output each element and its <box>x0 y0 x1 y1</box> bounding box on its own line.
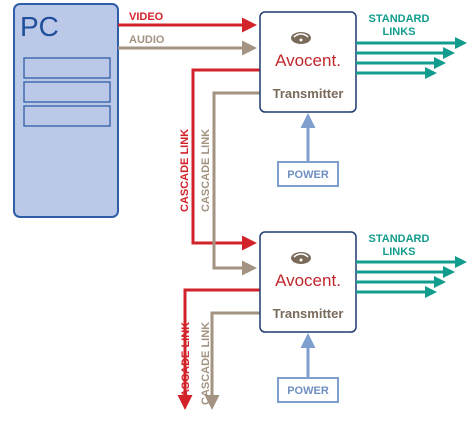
cascade-video-line <box>191 68 260 251</box>
power-box <box>277 377 339 403</box>
avocent-logo-icon <box>291 32 311 44</box>
cascade-link-label-red-1: CASCADE LINK <box>179 129 191 212</box>
audio-label: AUDIO <box>129 34 165 46</box>
pc-drive-bay-3 <box>23 105 111 127</box>
video-label: VIDEO <box>129 11 164 23</box>
transmitter-bottom-label: Transmitter <box>273 306 344 321</box>
transmitter-bottom: Avocent. Transmitter <box>259 231 357 333</box>
cascade-link-label-tan-2: CASCADE LINK <box>200 322 212 405</box>
standard-links-top: STANDARD LINKS <box>356 13 467 79</box>
standard-links-label-line2: LINKS <box>383 246 416 258</box>
cascade-link-label-tan-1: CASCADE LINK <box>200 129 212 212</box>
pc-title: PC <box>20 11 59 42</box>
standard-links-bottom: STANDARD LINKS <box>356 233 467 298</box>
standard-links-label-line1: STANDARD <box>369 233 430 245</box>
transmitter-top: Avocent. Transmitter <box>259 11 357 113</box>
pc-drive-bay-2 <box>23 81 111 103</box>
power-bottom: POWER <box>277 333 339 403</box>
avocent-logo-icon <box>291 252 311 264</box>
cascade-link-label-red-2: CASCADE LINK <box>180 322 192 405</box>
transmitter-bottom-brand: Avocent. <box>275 271 341 290</box>
transmitter-top-label: Transmitter <box>273 86 344 101</box>
pc-computer: PC <box>13 3 119 218</box>
standard-links-label-line2: LINKS <box>383 26 416 38</box>
cascade-out-video-line <box>177 288 260 410</box>
cascade-audio-line <box>212 91 260 276</box>
power-top: POWER <box>277 113 339 187</box>
power-box <box>277 161 339 187</box>
standard-links-label-line1: STANDARD <box>369 13 430 25</box>
power-label: POWER <box>287 385 329 397</box>
cascade-out-audio-line <box>204 311 260 410</box>
power-label: POWER <box>287 169 329 181</box>
pc-drive-bay-1 <box>23 57 111 79</box>
transmitter-top-brand: Avocent. <box>275 51 341 70</box>
